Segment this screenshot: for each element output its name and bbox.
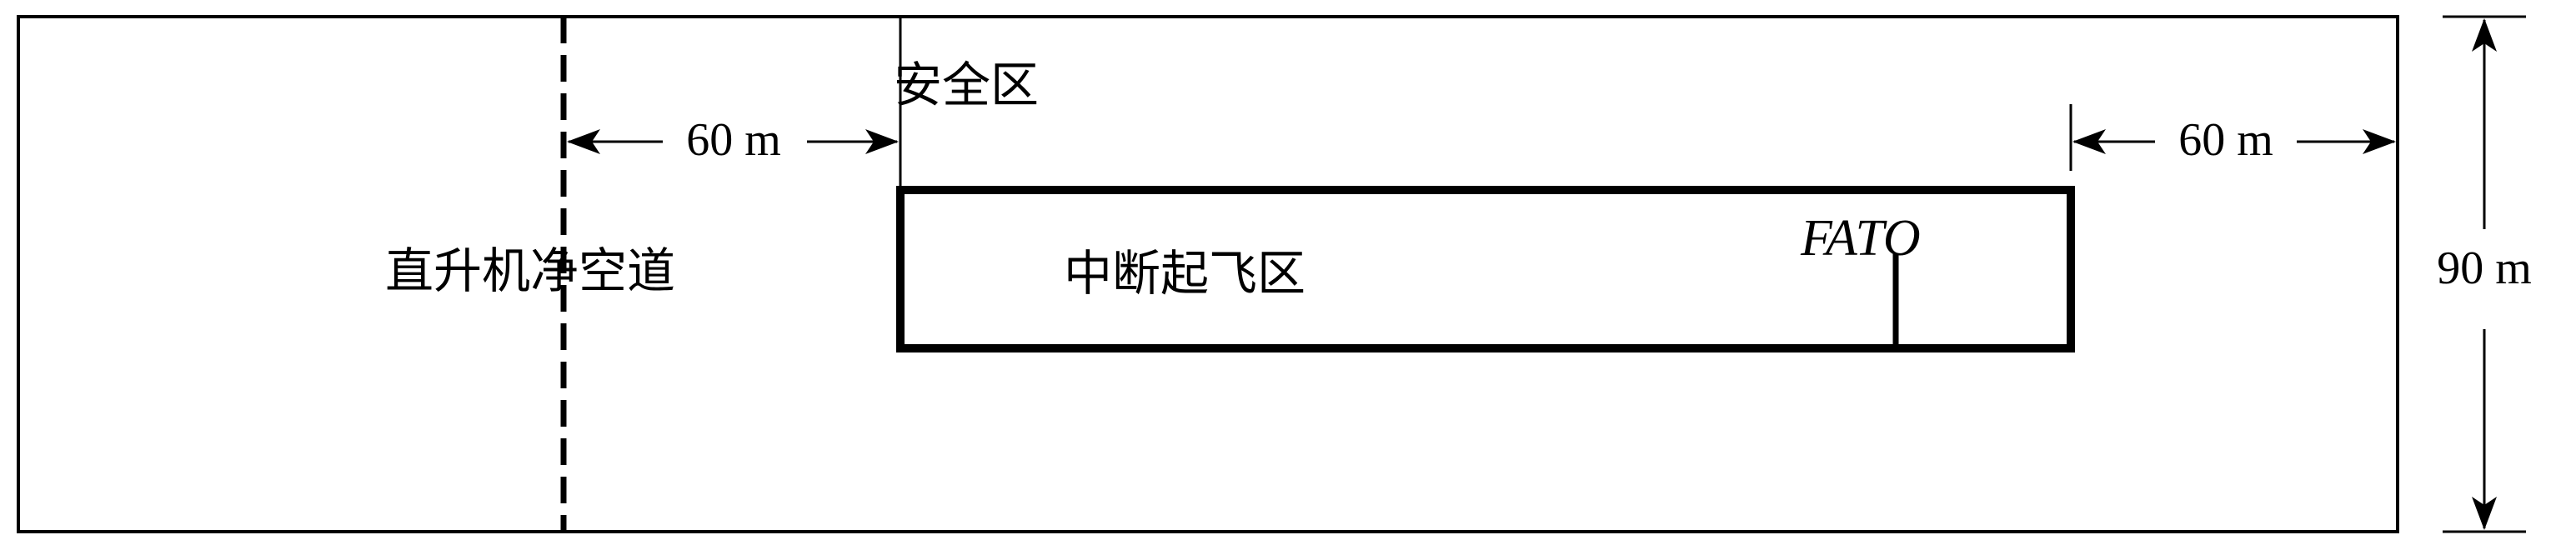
- rejected-takeoff-area-box: [896, 186, 2075, 352]
- left-dimension-label: 60 m: [686, 114, 781, 166]
- clearway-outer-boundary: [17, 15, 2399, 533]
- height-dimension-label: 90 m: [2437, 242, 2532, 294]
- right-dimension-label: 60 m: [2178, 114, 2273, 166]
- clearway-label: 直升机净空道: [385, 242, 675, 299]
- safety-area-label: 安全区: [894, 57, 1039, 113]
- fato-label: FATO: [1800, 210, 1921, 267]
- rejected-takeoff-area-label: 中断起飞区: [1064, 245, 1306, 302]
